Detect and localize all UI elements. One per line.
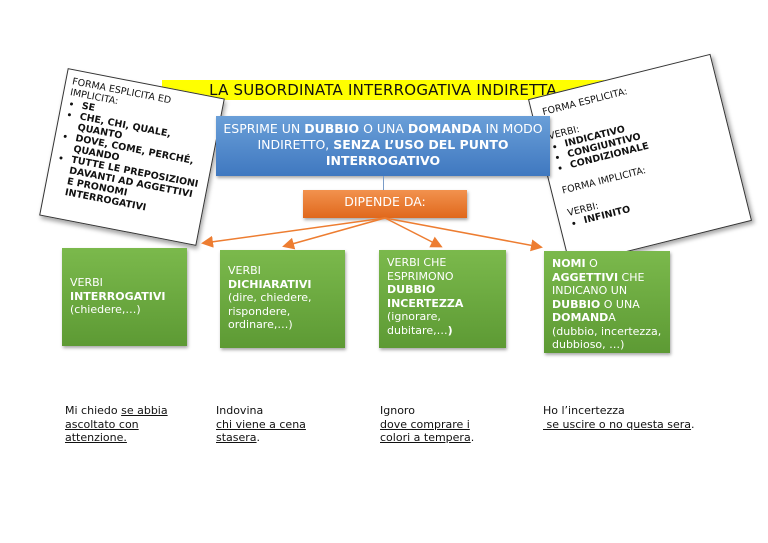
example-sentence-1: Mi chiedo se abbia ascoltato con attenzi… xyxy=(65,404,177,445)
example-underlined: dove comprare i colori a tempera xyxy=(380,417,471,445)
category-label: NOMI O AGGETTIVI CHE INDICANO UN DUBBIO … xyxy=(552,257,662,325)
examples-bold: ) xyxy=(447,323,453,337)
category-label: VERBI xyxy=(228,264,261,277)
example-text: Indovina xyxy=(216,404,264,417)
diagram-title: LA SUBORDINATA INTERROGATIVA INDIRETTA xyxy=(162,80,604,100)
category-dichiarativi: VERBI DICHIARATIVI (dire, chiedere, risp… xyxy=(220,250,345,348)
definition-bold: DOMANDA xyxy=(407,121,482,136)
examples-text: (ignorare, dubitare,… xyxy=(387,310,448,337)
category-bold: DUBBIO xyxy=(552,297,601,311)
depends-box: DIPENDE DA: xyxy=(303,190,467,218)
category-examples: (chiedere,…) xyxy=(70,303,141,316)
category-examples: (ignorare, dubitare,…) xyxy=(387,310,498,337)
category-dubbio: VERBI CHE ESPRIMONO DUBBIO INCERTEZZA (i… xyxy=(379,250,506,348)
arrow-to-interrogativi xyxy=(201,217,386,248)
category-interrogativi: VERBI INTERROGATIVI (chiedere,…) xyxy=(62,248,187,346)
category-label: VERBI xyxy=(70,276,103,289)
category-bold: DICHIARATIVI xyxy=(228,277,312,291)
example-text: Ho l’incertezza xyxy=(543,404,625,417)
example-sentence-3: Ignoro dove comprare i colori a tempera. xyxy=(380,404,490,445)
category-bold: DUBBIO INCERTEZZA xyxy=(387,283,464,310)
category-bold: AGGETTIVI xyxy=(552,270,619,284)
example-text: Mi chiedo xyxy=(65,404,122,417)
connector-line xyxy=(383,176,384,190)
example-sentence-4: Ho l’incertezza se uscire o no questa se… xyxy=(543,404,723,431)
category-examples: (dubbio, incertezza, dubbioso, …) xyxy=(552,324,662,352)
category-nomi-aggettivi: NOMI O AGGETTIVI CHE INDICANO UN DUBBIO … xyxy=(544,251,670,353)
example-sentence-2: Indovina chi viene a cena stasera. xyxy=(216,404,316,445)
definition-text: O UNA xyxy=(359,121,408,136)
category-bold: NOMI xyxy=(552,257,586,270)
definition-box: ESPRIME UN DUBBIO O UNA DOMANDA IN MODO … xyxy=(216,116,550,176)
category-text: A xyxy=(608,311,616,324)
category-text: CHE INDICANO UN xyxy=(552,270,645,298)
category-examples: (dire, chiedere, rispondere, ordinare,…) xyxy=(228,291,312,331)
example-underlined: chi viene a cena stasera xyxy=(216,417,306,445)
arrow-to-dubbio xyxy=(384,217,443,248)
example-after: . xyxy=(256,431,261,444)
definition-bold: DUBBIO xyxy=(304,121,360,136)
arrow-to-dichiarativi xyxy=(282,217,386,250)
category-text: O xyxy=(585,257,598,270)
example-after: . xyxy=(470,431,475,444)
definition-text: IN MODO INDIRETTO, xyxy=(257,121,543,152)
definition-bold: SENZA L’USO DEL PUNTO INTERROGATIVO xyxy=(325,137,509,168)
example-text: Ignoro xyxy=(380,404,415,417)
category-bold: DOMAND xyxy=(552,311,609,324)
category-text: O UNA xyxy=(600,297,640,311)
category-label: VERBI CHE ESPRIMONO xyxy=(387,256,454,283)
category-bold: INTERROGATIVI xyxy=(70,289,166,303)
example-underlined: se uscire o no questa sera xyxy=(543,417,692,431)
definition-text: ESPRIME UN xyxy=(223,121,305,136)
example-underlined: se abbia ascoltato con attenzione. xyxy=(65,404,168,444)
example-after: . xyxy=(691,417,695,431)
arrow-to-nomi xyxy=(384,217,543,252)
